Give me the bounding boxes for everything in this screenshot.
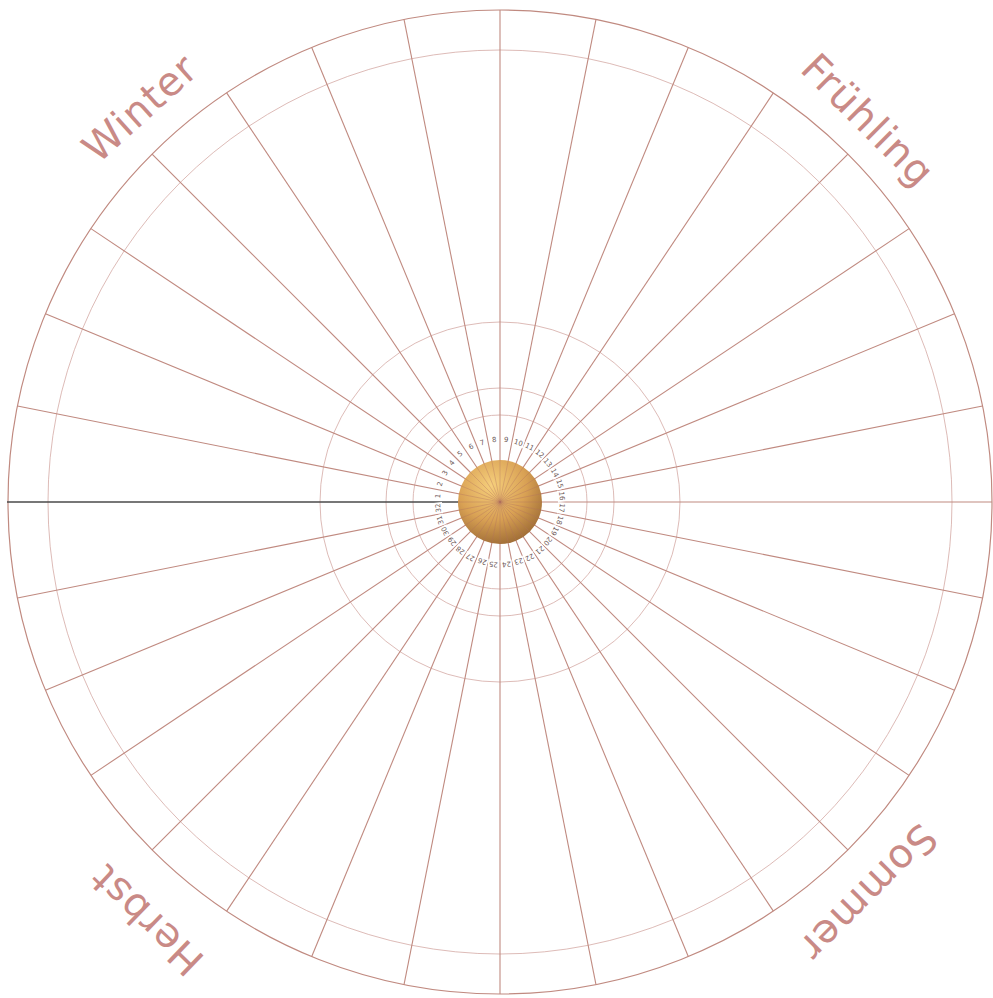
segment-spoke: [17, 502, 500, 598]
segment-spoke: [499, 10, 500, 502]
segment-spoke: [500, 502, 909, 775]
segment-number: 5: [456, 449, 466, 459]
outer-ring: [8, 10, 992, 994]
sun-ray: [500, 502, 508, 543]
sun-ray: [458, 502, 500, 503]
segment-spoke: [312, 502, 500, 957]
segment-number: 3: [440, 468, 450, 477]
segment-number: 23: [512, 556, 525, 567]
segment-number: 4: [447, 458, 457, 468]
sun-ray: [492, 461, 500, 502]
segment-spoke: [500, 502, 848, 850]
season-label: Winter: [73, 45, 206, 171]
segment-spoke: [45, 314, 500, 502]
segment-number: 15: [554, 478, 565, 491]
segment-spoke: [500, 406, 983, 502]
segment-number: 9: [502, 436, 509, 445]
segment-number: 32: [434, 502, 443, 514]
segment-spoke: [500, 47, 688, 502]
segment-number: 7: [478, 438, 487, 448]
segment-spoke: [500, 501, 992, 502]
sun-ray: [461, 502, 500, 518]
segment-spoke: [500, 154, 848, 502]
sun-ray: [470, 502, 500, 532]
segment-number: 2: [436, 480, 446, 489]
sun-ray: [500, 494, 541, 502]
segment-number: 8: [490, 436, 497, 445]
segment-spoke: [152, 502, 500, 850]
sun-sphere: [458, 460, 542, 544]
sun-ray: [500, 502, 542, 503]
segment-number: 1: [434, 492, 443, 499]
sun-ray: [470, 472, 500, 502]
segment-number: 24: [500, 559, 512, 568]
season-label: Herbst: [81, 855, 213, 985]
sun-ray: [500, 460, 501, 502]
sun-rays: [458, 460, 542, 544]
segment-spoke: [227, 502, 500, 911]
segment-spoke: [152, 154, 500, 502]
season-label: Sommer: [790, 815, 946, 971]
segment-number: 25: [488, 559, 500, 568]
sun-ray: [500, 502, 501, 544]
segment-number: 6: [466, 442, 475, 452]
segment-spoke: [91, 229, 500, 502]
segment-spoke: [500, 93, 773, 502]
segment-spoke: [500, 502, 955, 690]
sun-ray: [484, 463, 500, 502]
segment-spoke: [45, 502, 500, 690]
segment-number: 26: [476, 556, 489, 567]
segment-spoke: [312, 47, 500, 502]
sun-ray: [500, 502, 516, 541]
segment-spoke: [404, 19, 500, 502]
segment-spoke: [499, 502, 500, 994]
season-label: Frühling: [792, 44, 943, 195]
segment-spoke: [500, 314, 955, 502]
sun-ray: [500, 472, 530, 502]
segment-number: 17: [557, 502, 566, 514]
sun-ray: [500, 486, 539, 502]
sun-ray: [459, 502, 500, 510]
segment-number: 31: [435, 514, 446, 527]
segment-spoke: [500, 502, 596, 985]
start-line: [7, 501, 500, 502]
segment-number: 16: [557, 490, 566, 502]
sun-ray: [500, 502, 530, 532]
segment-spoke: [500, 502, 688, 957]
